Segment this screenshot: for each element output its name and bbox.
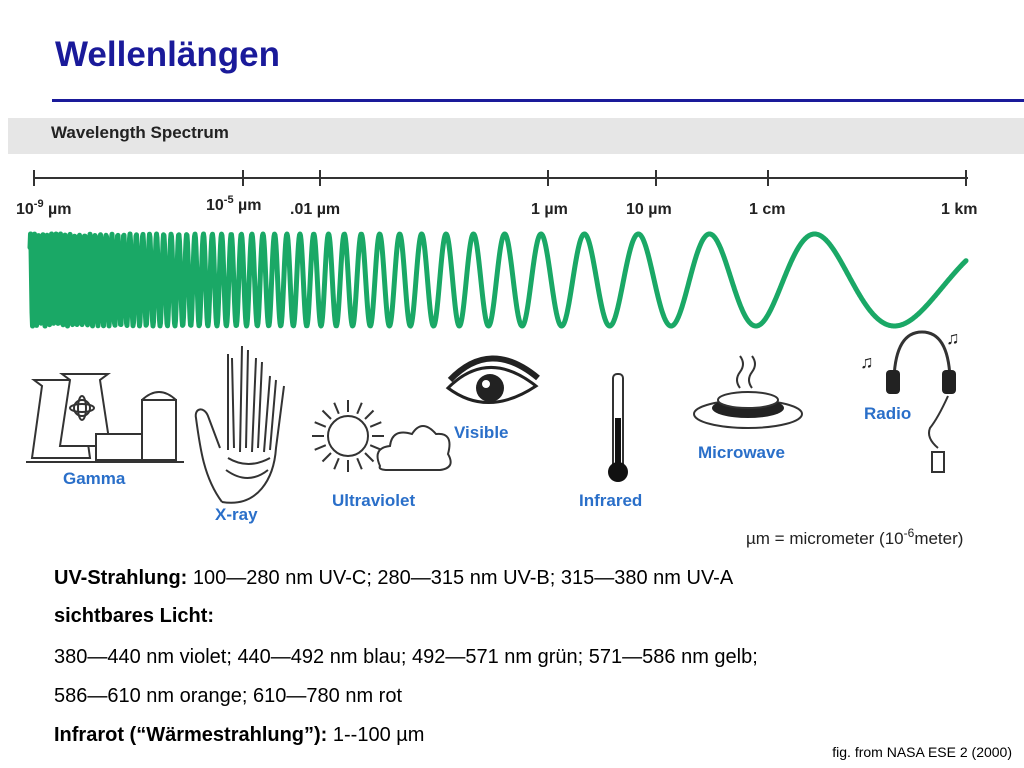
infrared-text: 1--100 µm (327, 724, 425, 746)
uv-label: UV-Strahlung: (54, 567, 188, 589)
steaming-dish-icon (693, 355, 803, 429)
figure-header: Wavelength Spectrum (51, 123, 229, 142)
sun-ray (356, 402, 363, 415)
uv-text: 100—280 nm UV-C; 280—315 nm UV-B; 315—38… (187, 567, 734, 589)
band-label-infrared: Infrared (579, 491, 642, 510)
figure-source: fig. from NASA ESE 2 (2000) (832, 744, 1012, 760)
micrometer-note: µm = micrometer (10-6meter) (746, 526, 963, 548)
sun-ray (314, 421, 327, 428)
thermometer-icon (608, 373, 628, 482)
figure-header-band (8, 118, 1024, 154)
band-label-visible: Visible (454, 423, 509, 442)
tick-label-1e-5: 10-5 µm (206, 194, 261, 214)
cloud-icon (376, 425, 452, 471)
infrared-line: Infrarot (“Wärmestrahlung”): 1--100 µm (54, 723, 424, 747)
tick-label-1e-9: 10-9 µm (16, 198, 71, 218)
music-note-icon-left: ♫ (860, 352, 874, 372)
sun-ray (364, 409, 375, 420)
band-label-radio: Radio (864, 404, 911, 423)
xray-hand-icon (194, 345, 285, 504)
sun-ray (333, 457, 340, 470)
visible-line-2: 586—610 nm orange; 610—780 nm rot (54, 685, 402, 707)
sun-ray (321, 409, 332, 420)
infrared-label: Infrarot (“Wärmestrahlung”): (54, 724, 328, 746)
tick-label-10um: 10 µm (626, 201, 672, 218)
band-label-microwave: Microwave (698, 443, 785, 462)
wavelength-scale (33, 170, 968, 186)
visible-line-1: 380—440 nm violet; 440—492 nm blau; 492—… (54, 646, 758, 668)
visible-label: sichtbares Licht: (54, 605, 215, 627)
slide-title: Wellenlängen (55, 35, 280, 74)
wavelength-spectrum-figure: Wavelength Spectrum 10-9 µm 10-5 µm .01 … (8, 118, 1024, 548)
title-divider (52, 99, 1024, 102)
uv-line: UV-Strahlung: 100—280 nm UV-C; 280—315 n… (54, 566, 733, 590)
sun-ray (333, 402, 340, 415)
band-label-xray: X-ray (215, 505, 258, 524)
sun-icon (312, 400, 384, 472)
sun-ray (369, 421, 382, 428)
band-label-ultraviolet: Ultraviolet (332, 491, 415, 510)
sun-ray (364, 452, 375, 463)
band-label-gamma: Gamma (63, 469, 126, 488)
sun-ray (369, 444, 382, 451)
headphones-icon (886, 330, 956, 473)
sun-ray (321, 452, 332, 463)
tick-label-1km: 1 km (941, 201, 977, 218)
eye-icon (445, 355, 540, 404)
tick-label-0.01um: .01 µm (290, 201, 340, 218)
sun-ray (356, 457, 363, 470)
tick-label-1um: 1 µm (531, 201, 568, 218)
spectrum-wave (27, 231, 969, 329)
music-note-icon-right: ♫ (946, 328, 960, 348)
visible-label-line: sichtbares Licht: (54, 604, 214, 628)
power-plant-icon (26, 373, 184, 463)
sun-ray (314, 444, 327, 451)
tick-label-1cm: 1 cm (749, 201, 785, 218)
